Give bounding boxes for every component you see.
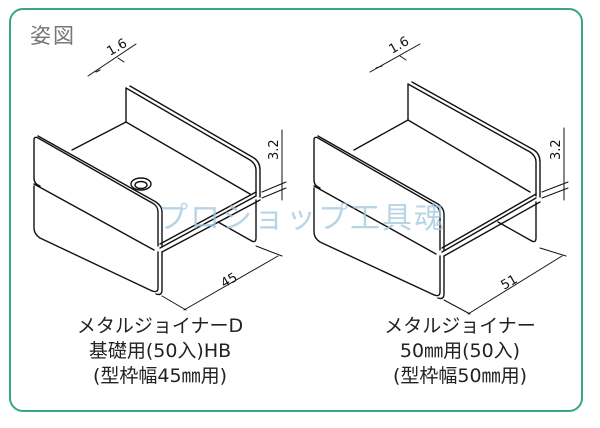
caption-right-line-2: 50㎜用(50入) (399, 340, 521, 362)
caption-right-line-1: メタルジョイナー (384, 315, 536, 337)
caption-right-line-3: (型枠幅50㎜用) (392, 365, 527, 387)
caption-left-line-2: 基礎用(50入)HB (88, 340, 232, 362)
watermark-text: プロショップ工具魂 (158, 201, 446, 236)
dim-thickness-right: 1.6 (387, 34, 412, 57)
dim-width-left: 45 (219, 270, 241, 291)
caption-right: メタルジョイナー 50㎜用(50入) (型枠幅50㎜用) (345, 314, 575, 389)
caption-left-line-1: メタルジョイナーD (76, 315, 244, 337)
dim-gap-right: 3.2 (549, 139, 564, 160)
frame-border (9, 8, 583, 412)
joiner-left-drawing: 1.6 3.2 45 (33, 36, 287, 311)
dim-width-right: 51 (499, 272, 521, 293)
caption-left-line-3: (型枠幅45㎜用) (92, 365, 227, 387)
joiner-right-drawing: 1.6 3.2 51 (313, 34, 569, 315)
dim-gap-left: 3.2 (267, 139, 282, 160)
caption-left: メタルジョイナーD 基礎用(50入)HB (型枠幅45㎜用) (40, 314, 280, 389)
figure-title: 姿図 (30, 24, 76, 48)
dim-thickness-left: 1.6 (105, 36, 130, 59)
